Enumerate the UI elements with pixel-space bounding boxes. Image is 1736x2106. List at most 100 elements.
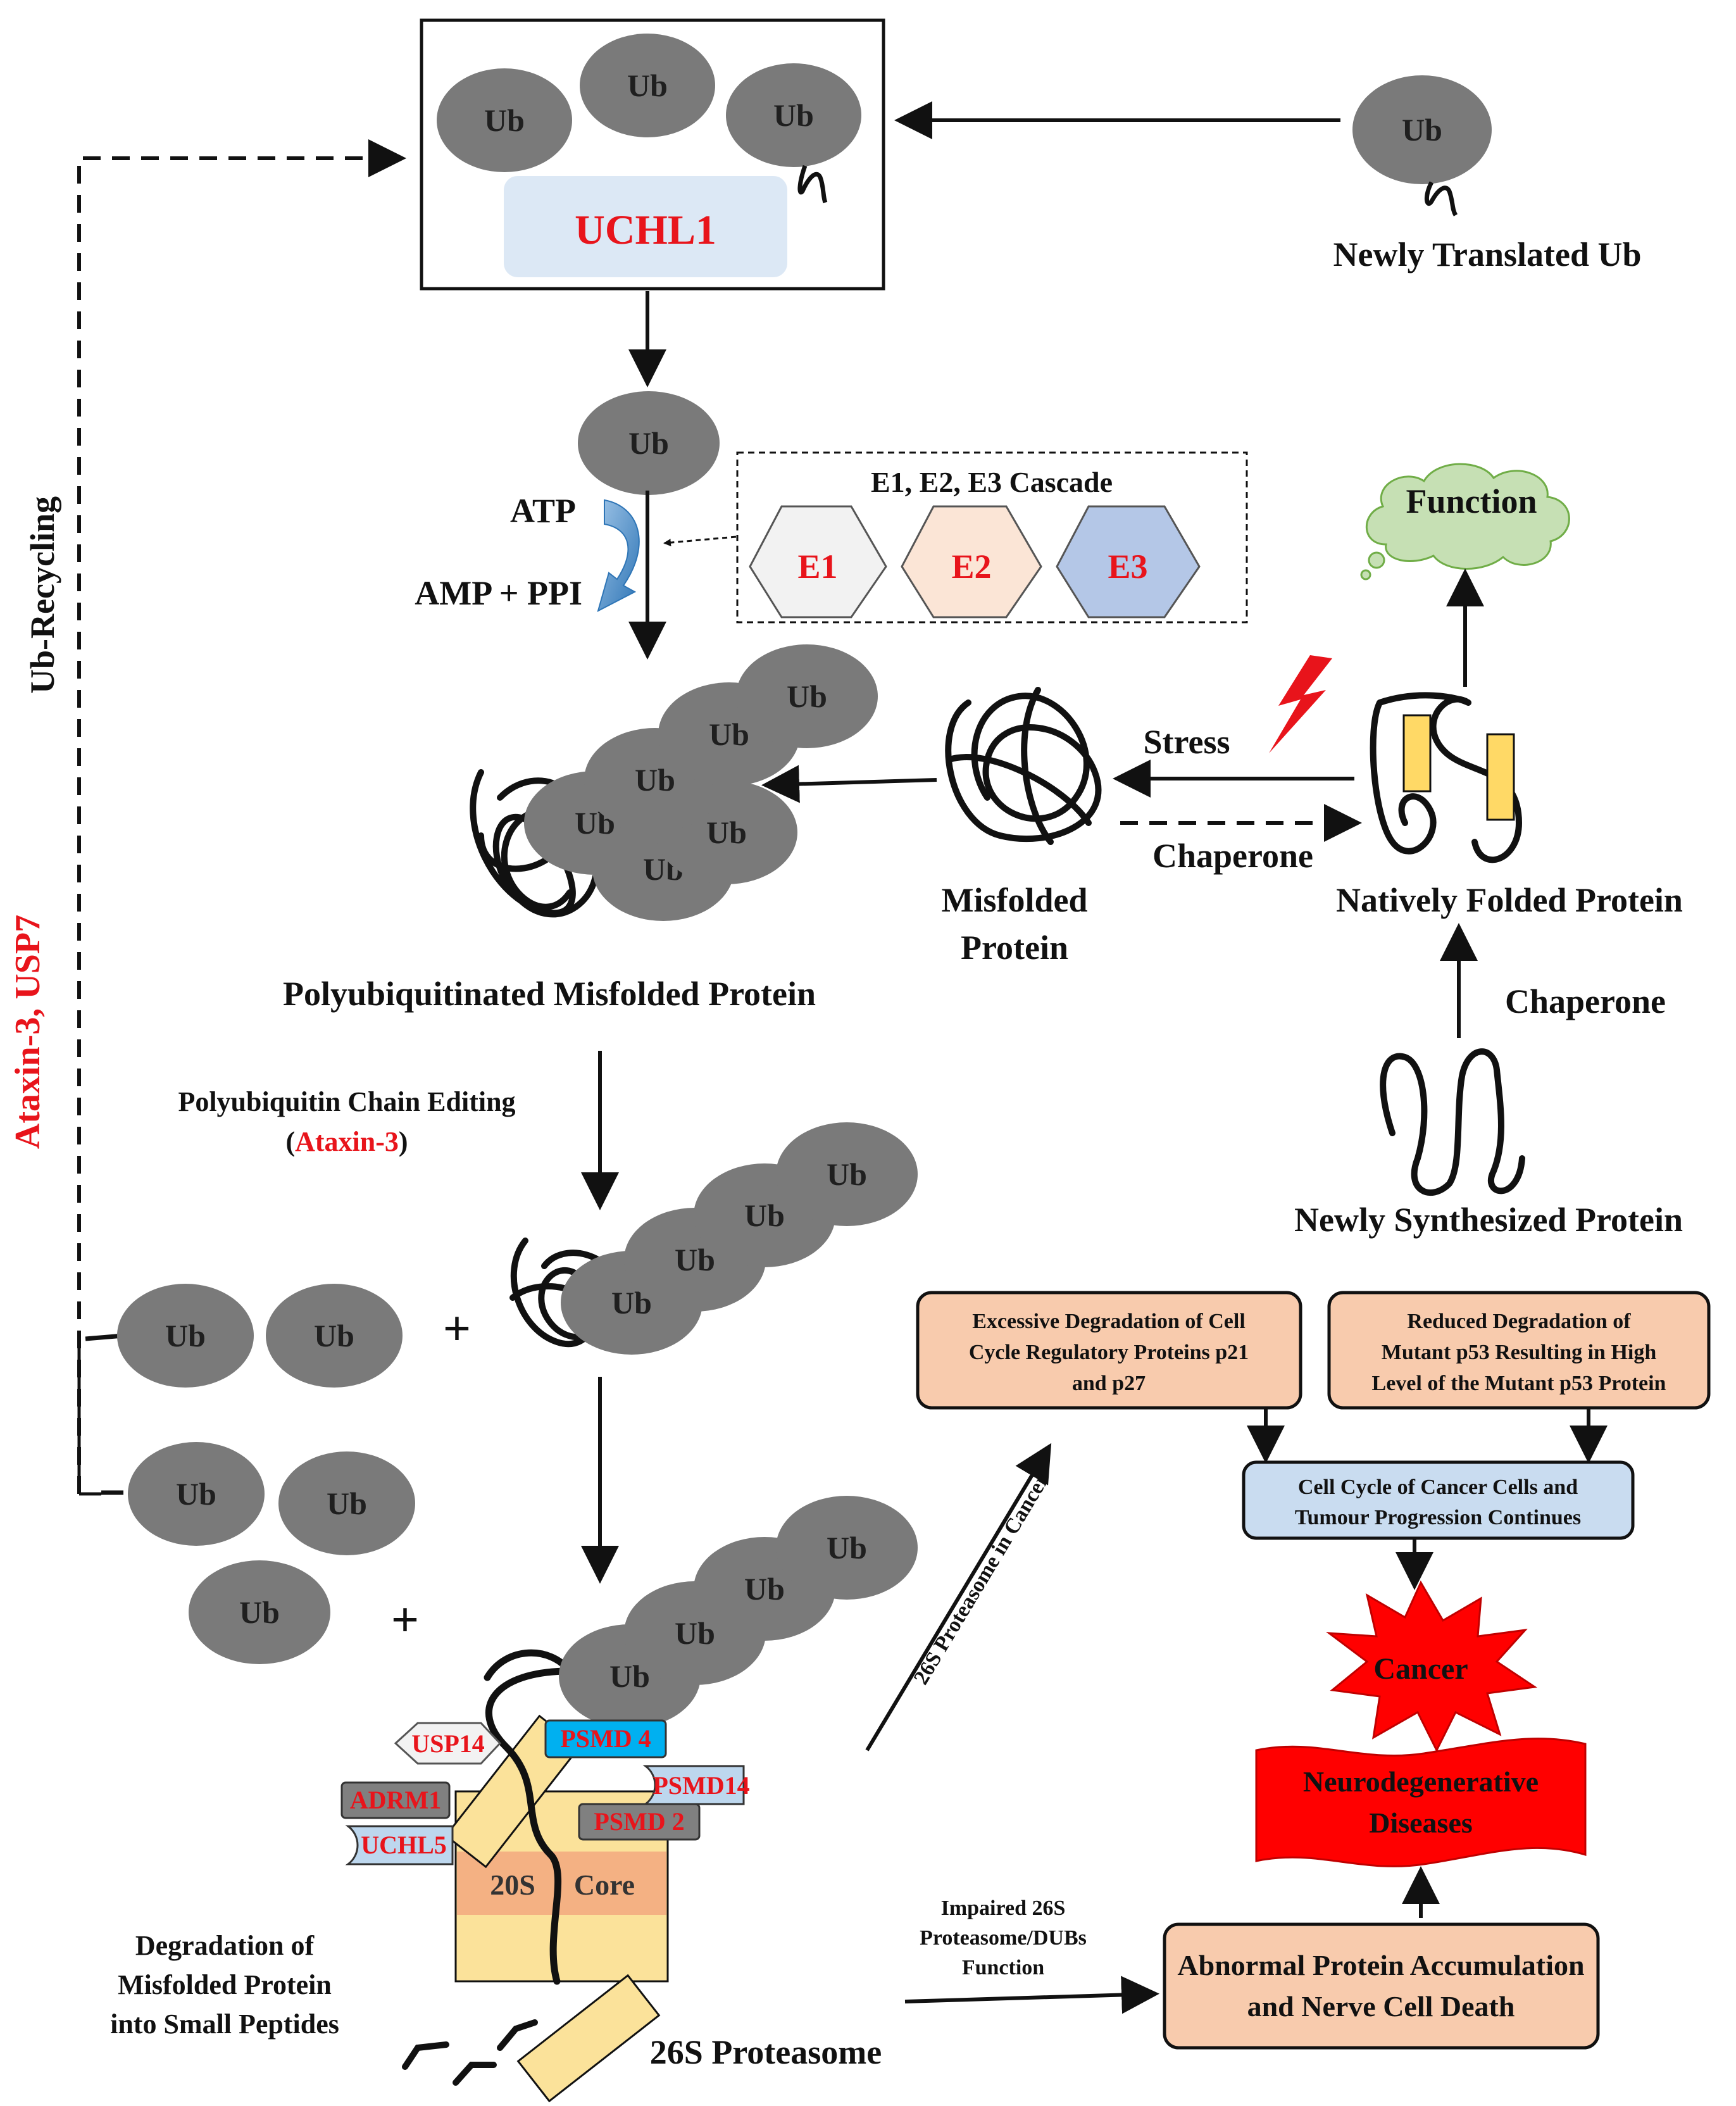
released-ub-trimer: Ub Ub Ub [101,1442,415,1664]
ub-recycling-arrow [77,139,406,1494]
arrow-cascade-to-ub [663,536,737,547]
uchl5-subunit: UCHL5 [345,1825,454,1865]
regulatory-cap-bottom [516,1974,661,2103]
newly-translated-ub-label: Newly Translated Ub [1333,235,1641,273]
ub-recycling-label: Ub-Recycling [23,496,61,694]
plus-sign: + [443,1301,471,1356]
uchl1-label: UCHL1 [575,207,716,253]
misfolded-protein: Misfolded Protein [941,687,1102,967]
cascade-title: E1, E2, E3 Cascade [871,466,1113,498]
ub-label: Ub [627,68,668,103]
peptide-fragments [402,2019,538,2086]
e3-label: E3 [1108,548,1147,586]
ub-label: Ub [709,717,749,752]
polyubiquitinated-label: Polyubiquitinated Misfolded Protein [283,975,816,1013]
psmd2-label: PSMD 2 [594,1807,684,1836]
abnormal-accumulation-box: Abnormal Protein Accumulation and Nerve … [1163,1922,1600,2050]
ub-tail [797,165,828,204]
proteasome-in-cancer-label: 26S Proteasome in Cancer [909,1469,1054,1688]
ub-tail [1425,181,1458,216]
natively-folded-label: Natively Folded Protein [1336,881,1683,919]
function-label: Function [1406,482,1537,520]
chaperone-label: Chaperone [1152,837,1313,875]
ub-label: Ub [176,1476,216,1512]
abnormal-line2: and Nerve Cell Death [1247,1990,1515,2022]
ub-molecule [776,1496,918,1600]
misfolded-chain [945,687,1102,845]
alpha-helix [1402,714,1432,793]
excessive-line2: Cycle Regulatory Proteins p21 [969,1341,1249,1364]
ub-molecule: Ub [580,34,715,137]
free-ub: Ub [578,391,720,495]
e1-e2-e3-cascade: E1, E2, E3 Cascade E1 E2 E3 [736,451,1248,624]
ub-molecule [776,1122,918,1226]
chaperone-folding-label: Chaperone [1505,982,1666,1020]
reduced-line2: Mutant p53 Resulting in High [1382,1341,1657,1364]
adrm1-subunit: ADRM1 [340,1781,451,1819]
uchl5-label: UCHL5 [361,1831,447,1859]
ub-label: Ub [744,1571,785,1607]
function-cloud: Function [1360,463,1570,580]
e2-enzyme: E2 [901,505,1042,618]
psmd14-subunit: PSMD14 [642,1765,750,1805]
ub-molecule [117,1284,254,1388]
degradation-line1: Degradation of [135,1930,315,1961]
ub-label: Ub [827,1530,867,1565]
cell-cycle-line1: Cell Cycle of Cancer Cells and [1298,1476,1578,1499]
degradation-line3: into Small Peptides [110,2009,339,2040]
uchl1-box: Ub Ub Ub UCHL1 [420,18,885,291]
psmd4-label: PSMD 4 [560,1724,651,1753]
ub-molecule [278,1451,415,1555]
core-band [457,1852,666,1915]
reduced-line3: Level of the Mutant p53 Protein [1372,1372,1666,1395]
core-20s-label: 20S [490,1869,535,1901]
impaired-line1: Impaired 26S [941,1896,1066,1920]
ub-label: Ub [628,425,669,461]
ub-label: Ub [484,103,525,138]
impaired-line2: Proteasome/DUBs [920,1926,1087,1950]
e3-enzyme: E3 [1056,505,1201,618]
ub-label: Ub [675,1242,715,1277]
ub-label: Ub [314,1318,354,1353]
cancer-burst: Cancer [1326,1580,1538,1753]
ub-molecule [266,1284,403,1388]
unfolded-chain [1380,1048,1525,1196]
proteasome-name-label: 26S Proteasome [650,2033,882,2071]
usp14-label: USP14 [411,1729,485,1758]
polyubiquitinated-protein: Ub Ub Ub Ub Ub Ub Polyubiquitinated Misf… [283,644,878,1013]
neurodegenerative-banner: Neurodegenerative Diseases [1255,1738,1587,1867]
atp-hydrolysis-arrow [597,499,640,612]
arrow-proteasome-in-cancer [865,1443,1052,1752]
impaired-line3: Function [962,1956,1044,1979]
degradation-line2: Misfolded Protein [118,1969,332,2000]
psmd2-subunit: PSMD 2 [578,1803,701,1841]
psmd14-label: PSMD14 [653,1771,749,1800]
reduced-line1: Reduced Degradation of [1407,1310,1631,1333]
chain-editing-enzyme: (Ataxin-3) [285,1126,408,1157]
e2-label: E2 [951,548,991,586]
released-ub-dimer: Ub Ub [85,1284,403,1388]
natively-folded-protein: Natively Folded Protein [1336,692,1683,919]
usp14-subunit: USP14 [394,1722,502,1765]
psmd4-subunit: PSMD 4 [544,1719,667,1758]
newly-synthesized-protein: Newly Synthesized Protein [1294,1048,1683,1239]
excessive-degradation-box: Excessive Degradation of Cell Cycle Regu… [916,1291,1302,1410]
misfolded-label-line2: Protein [961,929,1068,967]
e1-label: E1 [797,548,837,586]
ub-label: Ub [1402,112,1442,147]
abnormal-line1: Abnormal Protein Accumulation [1177,1949,1584,1981]
misfolded-label-line1: Misfolded [941,881,1087,919]
stress-label: Stress [1143,723,1230,761]
ub-molecule: Ub [437,68,572,172]
unfolding-substrate [485,1667,573,1985]
ub-label: Ub [327,1486,367,1521]
cell-cycle-box: Cell Cycle of Cancer Cells and Tumour Pr… [1242,1460,1635,1540]
ub-label: Ub [239,1595,280,1630]
e1-enzyme: E1 [749,505,887,618]
excessive-line3: and p27 [1072,1372,1146,1395]
newly-translated-ub: Ub Newly Translated Ub [1333,75,1642,273]
ub-label: Ub [744,1198,785,1233]
arrow-impaired [904,1976,1159,2014]
alpha-helix [1486,733,1515,821]
chain-editing-label: Polyubiquitin Chain Editing [178,1086,515,1117]
